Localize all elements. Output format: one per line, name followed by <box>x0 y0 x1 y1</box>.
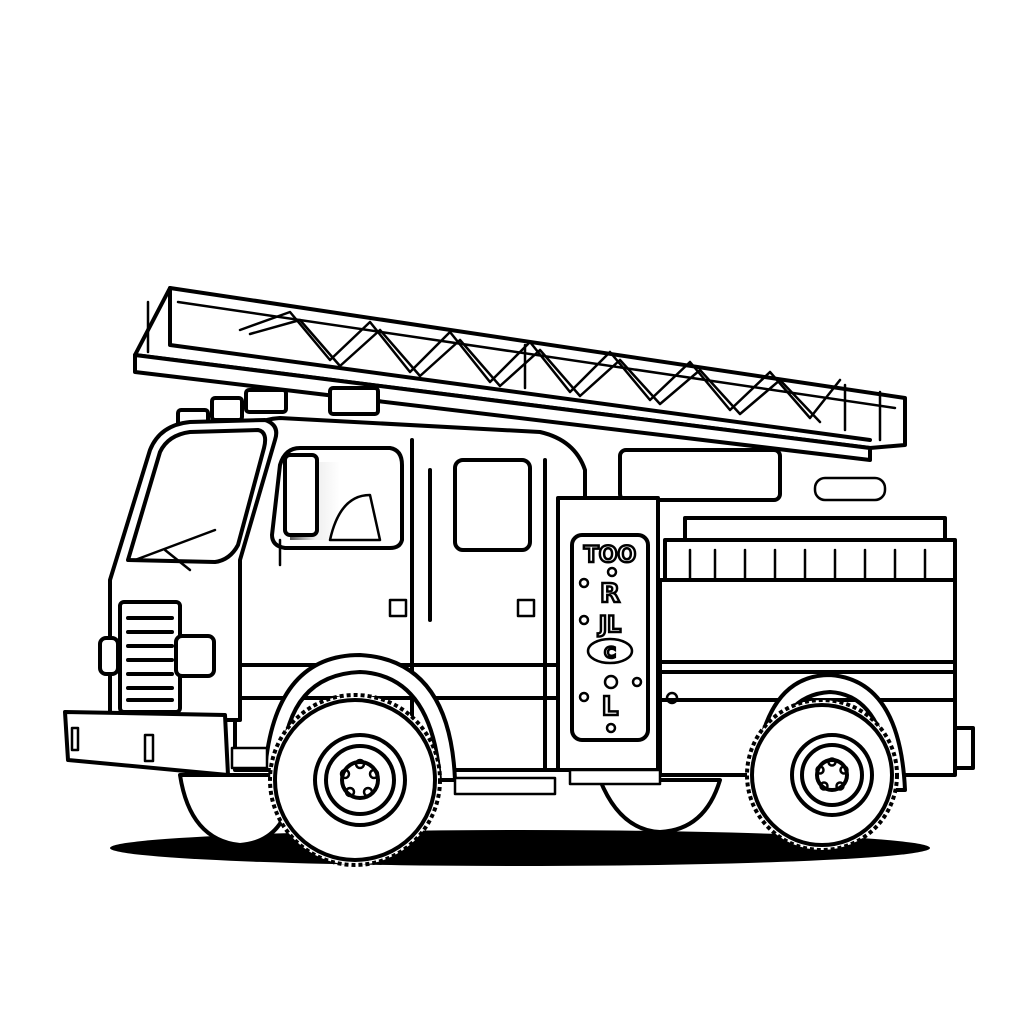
panel-text-line-1: TOO <box>584 543 636 568</box>
step <box>230 746 662 796</box>
rear-wheel <box>745 698 899 852</box>
ladder <box>133 286 907 462</box>
front <box>63 600 230 777</box>
side-panel: TOO R JL C L <box>556 496 660 772</box>
panel-text-line-5: L <box>602 692 619 722</box>
panel-text-line-3: JL <box>597 613 621 638</box>
panel-text-line-4: C <box>604 643 616 662</box>
rear-wheel-far <box>598 778 722 834</box>
panel-text-line-2: R <box>600 579 620 609</box>
front-wheel <box>268 693 442 867</box>
